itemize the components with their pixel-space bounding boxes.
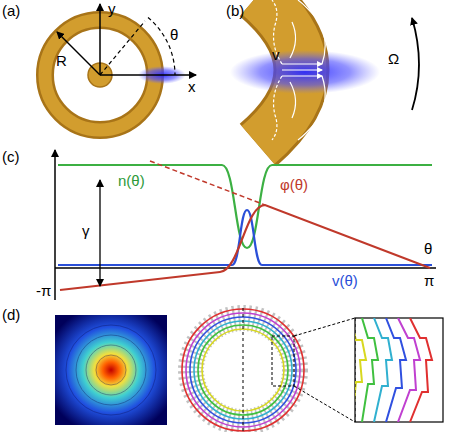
axis-label: x: [188, 78, 196, 95]
axis-label: θ: [424, 240, 432, 257]
rotation-label: Ω: [388, 50, 399, 67]
curve-label: φ(θ): [280, 176, 308, 193]
jump-label: γ: [82, 222, 90, 239]
angle-label: θ: [170, 26, 178, 43]
curve-label: v(θ): [332, 272, 358, 289]
axis-label: y: [108, 0, 116, 17]
radius-label: R: [56, 52, 67, 69]
panel-letter: (c): [2, 148, 20, 165]
panel-letter: (b): [226, 2, 244, 19]
panel-letter: (d): [2, 306, 20, 323]
velocity-label: v: [272, 46, 280, 63]
tick-label: π: [424, 272, 434, 289]
curve-label: n(θ): [118, 172, 145, 189]
panel-letter: (a): [2, 2, 20, 19]
tick-label: -π: [36, 282, 51, 299]
